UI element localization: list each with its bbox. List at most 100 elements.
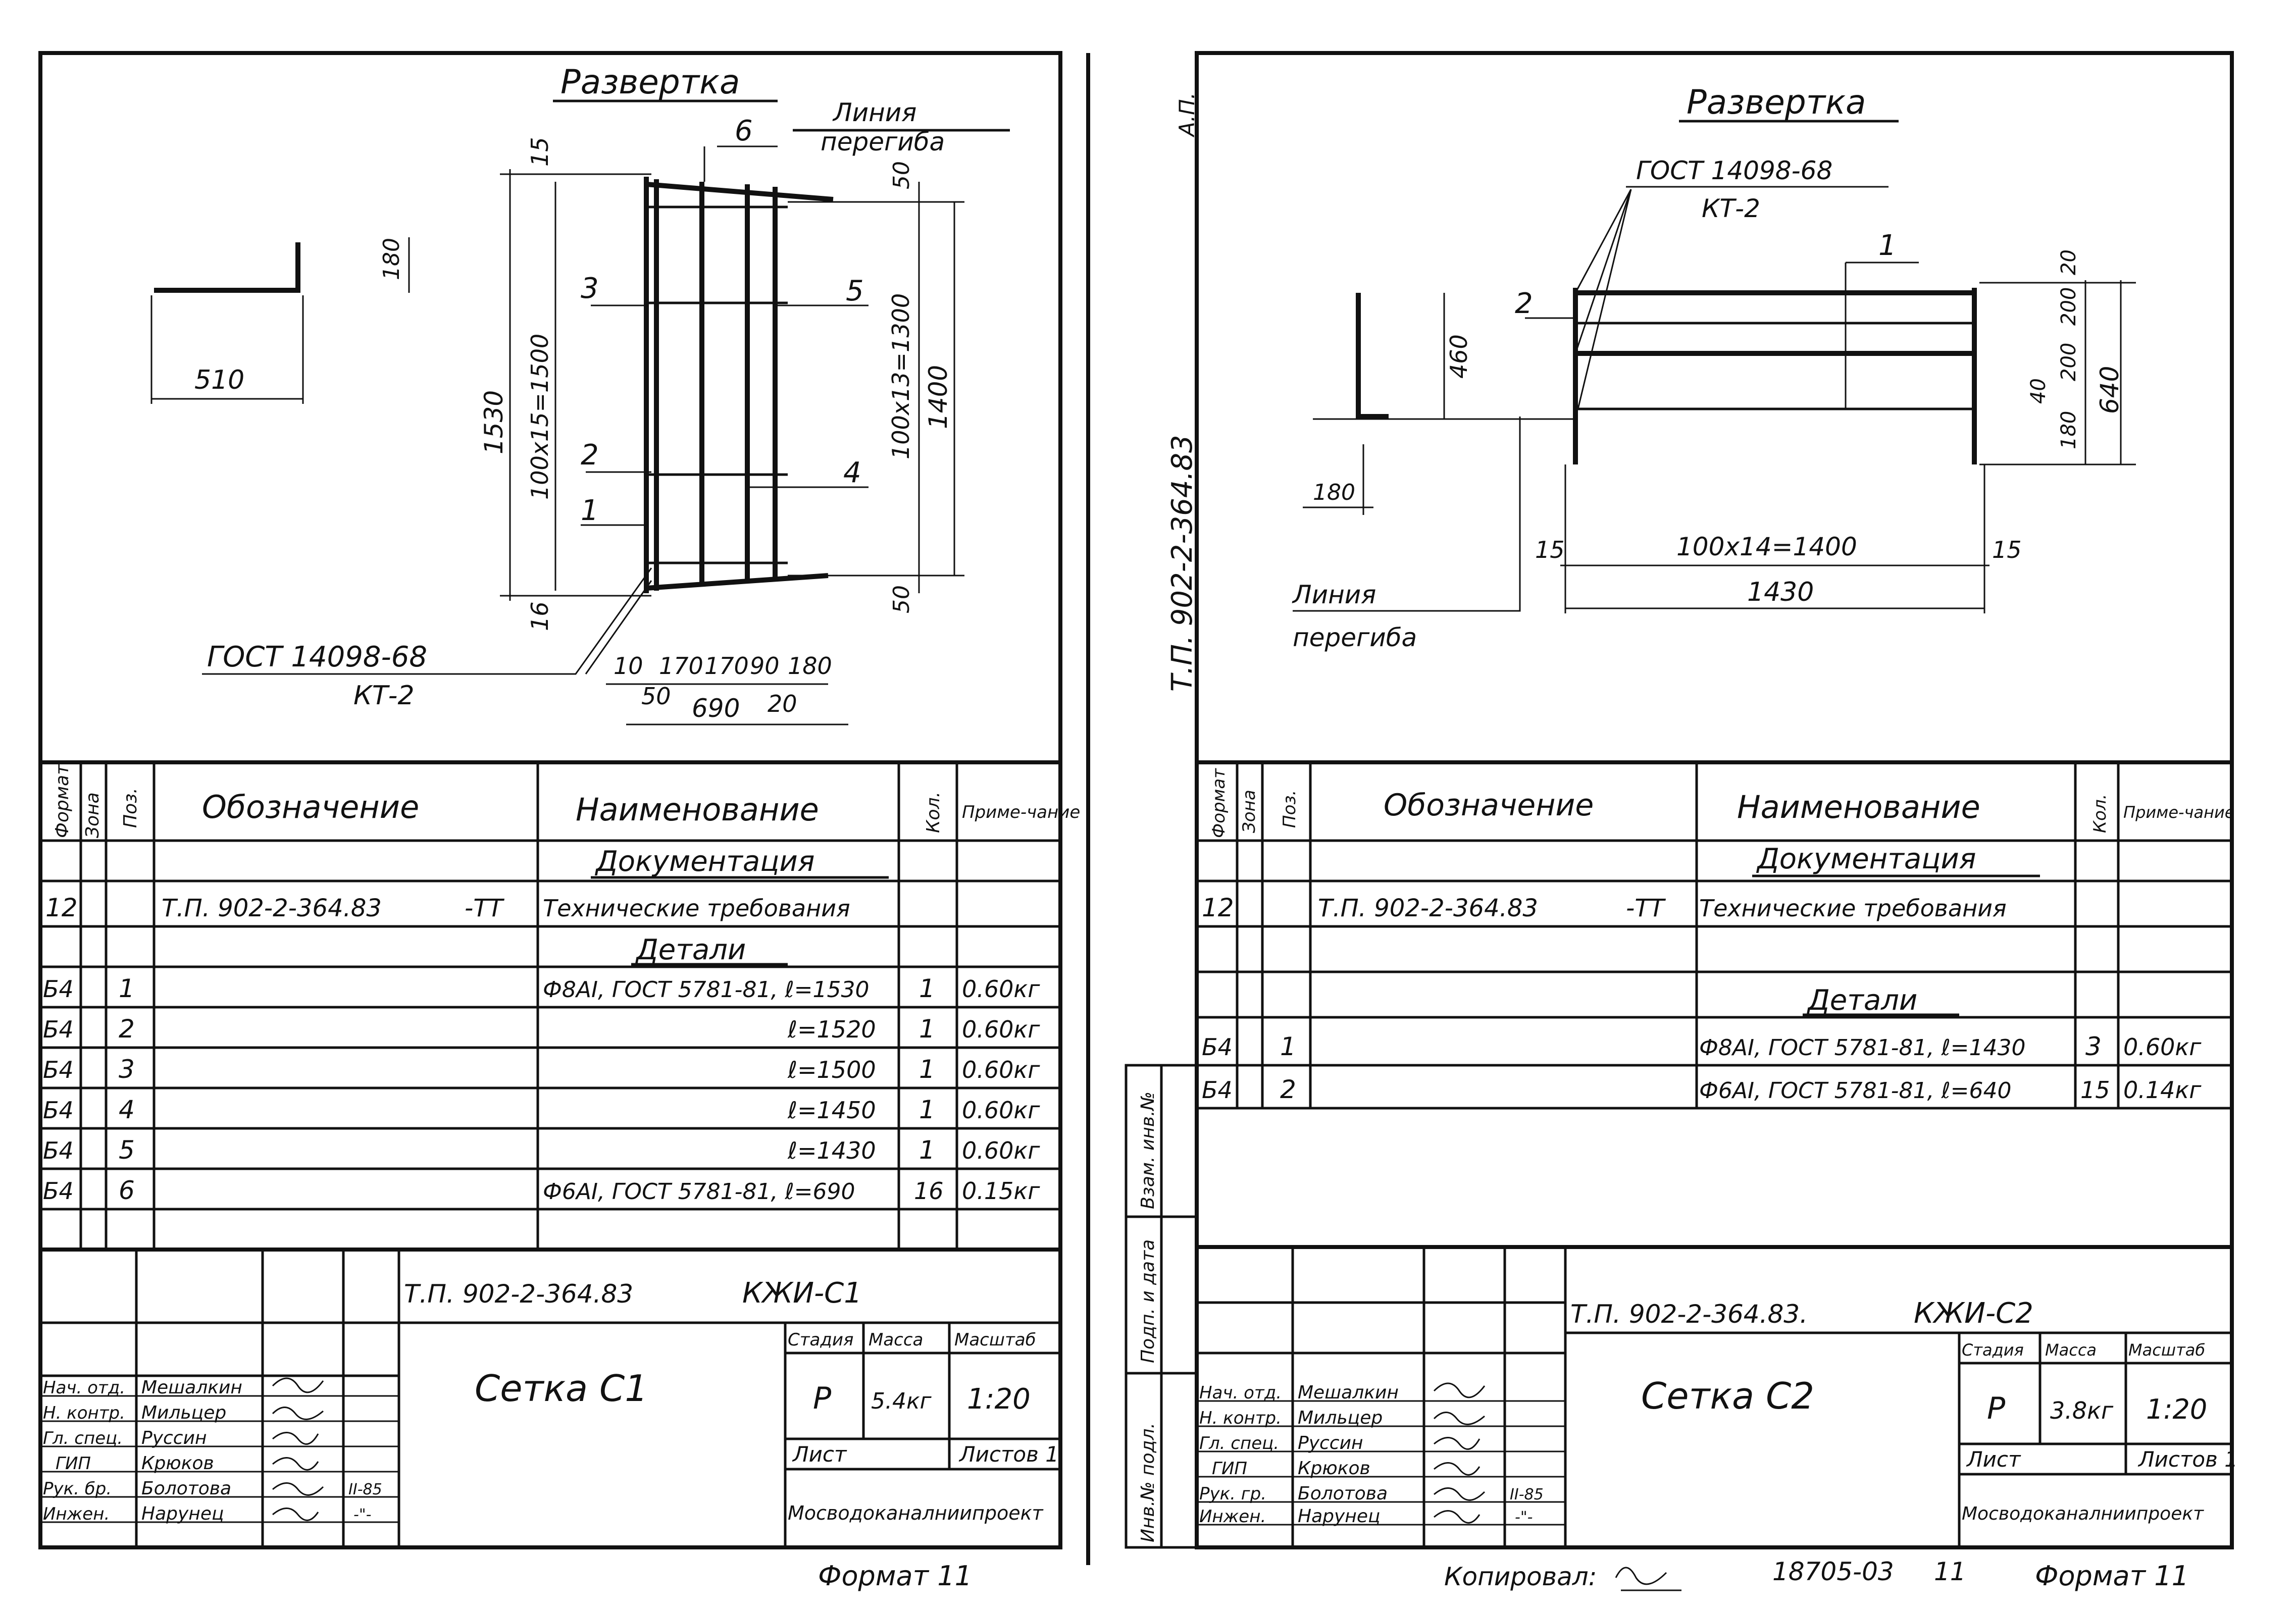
table-row: Б4 6 Ф6АI, ГОСТ 5781-81, ℓ=690 16 0.15кг bbox=[43, 1176, 1040, 1205]
row-name: ℓ=1450 bbox=[787, 1097, 876, 1124]
dim-15: 15 bbox=[526, 137, 553, 167]
row-note: 0.60кг bbox=[962, 1097, 1040, 1124]
sheet-1-frame bbox=[38, 51, 1062, 1549]
bottom-bar bbox=[646, 573, 829, 591]
ditto-mark: -"- bbox=[353, 1506, 371, 1524]
gost-leader bbox=[1574, 189, 1632, 354]
person: Мильцер bbox=[141, 1403, 226, 1423]
dim-15-left: 15 bbox=[1535, 536, 1565, 563]
bend-line-leader bbox=[1293, 417, 1521, 612]
person: Мильцер bbox=[1298, 1408, 1383, 1428]
header-name: Наименование bbox=[576, 791, 819, 828]
pos-1: 1 bbox=[581, 494, 599, 527]
row-name: ℓ=1430 bbox=[787, 1137, 876, 1164]
section-parts: Детали bbox=[635, 933, 746, 966]
date-mark: II-85 bbox=[1510, 1486, 1544, 1503]
mass-label: Масса bbox=[869, 1330, 923, 1350]
row-name: Ф6АI, ГОСТ 5781-81, ℓ=640 bbox=[1699, 1078, 2012, 1104]
signature bbox=[272, 1432, 319, 1445]
role: Нач. отд. bbox=[43, 1378, 125, 1398]
gost-leader bbox=[1574, 189, 1632, 293]
dim-16: 16 bbox=[526, 601, 553, 631]
row-format: Б4 bbox=[1202, 1076, 1233, 1104]
person: Болотова bbox=[141, 1478, 231, 1499]
signature bbox=[272, 1508, 319, 1521]
header-zone: Зона bbox=[1239, 790, 1259, 833]
row-note: 0.60кг bbox=[2123, 1033, 2202, 1061]
gost-leader bbox=[202, 567, 652, 675]
title-name: Сетка С1 bbox=[475, 1367, 648, 1410]
row-pos: 3 bbox=[119, 1055, 135, 1084]
date-mark: II-85 bbox=[348, 1481, 382, 1498]
doc-name: Технические требования bbox=[1699, 895, 2007, 922]
signature bbox=[272, 1457, 319, 1471]
role: ГИП bbox=[1212, 1459, 1247, 1479]
dim-690: 690 bbox=[692, 694, 740, 723]
role: ГИП bbox=[56, 1453, 91, 1474]
dim-40: 40 bbox=[2027, 378, 2050, 404]
copier-signature bbox=[1615, 1567, 1681, 1591]
mesh-c2 bbox=[1313, 262, 1977, 464]
dim-1400: 1400 bbox=[924, 365, 953, 429]
section-documentation: Документация bbox=[594, 845, 814, 878]
signature bbox=[1434, 1437, 1481, 1450]
table-row: Б4 1 Ф8АI, ГОСТ 5781-81, ℓ=1430 3 0.60кг bbox=[1202, 1032, 2202, 1061]
sheet-1: Развертка Линия перегиба 510 180 bbox=[38, 51, 1080, 1592]
gost-label-2: ГОСТ 14098-68 bbox=[1636, 156, 1832, 185]
dim-640: 640 bbox=[2095, 366, 2124, 414]
dim-15-right: 15 bbox=[1992, 536, 2022, 563]
kt-label: КТ-2 bbox=[353, 681, 415, 711]
row-note: 0.14кг bbox=[2123, 1076, 2202, 1104]
signature bbox=[272, 1482, 324, 1496]
dim-50b: 50 bbox=[889, 585, 914, 613]
signature bbox=[1433, 1412, 1485, 1425]
pos-2-c2: 2 bbox=[1515, 287, 1533, 320]
copy-sheet: 11 bbox=[1934, 1557, 1966, 1586]
row-name: Ф8АI, ГОСТ 5781-81, ℓ=1530 bbox=[543, 977, 870, 1003]
row-format: Б4 bbox=[43, 1137, 74, 1164]
sheet-label: Лист bbox=[792, 1442, 847, 1467]
role: Рук. бр. bbox=[43, 1479, 112, 1499]
mesh-c1 bbox=[644, 177, 834, 593]
role: Инжен. bbox=[1199, 1507, 1266, 1527]
section-parts: Детали bbox=[1806, 984, 1917, 1017]
stage-value: Р bbox=[1987, 1391, 2006, 1426]
sheets-label: Листов 1 bbox=[2137, 1447, 2238, 1472]
gost-label: ГОСТ 14098-68 bbox=[207, 641, 427, 673]
role: Гл. спец. bbox=[43, 1428, 123, 1448]
gost-leader bbox=[585, 580, 652, 674]
spec-table-1: Формат Зона Поз. Обозначение Наименовани… bbox=[40, 760, 1080, 1251]
row-pos: 5 bbox=[119, 1135, 135, 1165]
row-qty: 1 bbox=[919, 974, 935, 1003]
header-format: Формат bbox=[52, 764, 73, 838]
sheet-2: Инв.№ подл. Подп. и дата Взам. инв.№ Т.П… bbox=[1086, 51, 2238, 1592]
dim-1500: 100x15=1500 bbox=[526, 334, 553, 500]
doc-format: 12 bbox=[45, 893, 78, 922]
dim-180: 180 bbox=[2057, 411, 2080, 449]
scale-label: Масштаб bbox=[954, 1330, 1036, 1350]
title-mark: КЖИ-С2 bbox=[1914, 1297, 2033, 1330]
format-label: Формат 11 bbox=[818, 1560, 972, 1592]
title-block-1: Т.П. 902-2-364.83 КЖИ-С1 Сетка С1 Стадия… bbox=[40, 1248, 1060, 1547]
role: Рук. гр. bbox=[1199, 1484, 1266, 1504]
row-format: Б4 bbox=[43, 1177, 74, 1205]
header-designation: Обозначение bbox=[1384, 788, 1594, 823]
dim-20: 20 bbox=[2057, 249, 2080, 275]
dim-20: 20 bbox=[768, 690, 797, 717]
scale-value: 1:20 bbox=[2146, 1393, 2207, 1425]
mass-label: Масса bbox=[2045, 1340, 2097, 1360]
org-name: Мосводоканалниипроект bbox=[1962, 1503, 2204, 1524]
person: Крюков bbox=[141, 1453, 214, 1474]
table-row: Б4 2 ℓ=1520 1 0.60кг bbox=[43, 1014, 1040, 1044]
row-name: ℓ=1500 bbox=[787, 1056, 876, 1083]
format-label: Формат 11 bbox=[2035, 1560, 2189, 1592]
role: Н. контр. bbox=[1199, 1408, 1282, 1428]
header-qty: Кол. bbox=[923, 792, 944, 833]
dim-170b: 170 bbox=[704, 652, 749, 680]
dim-50: 50 bbox=[889, 161, 914, 189]
row-name: ℓ=1520 bbox=[787, 1016, 876, 1043]
person: Нарунец bbox=[141, 1503, 224, 1524]
role: Нач. отд. bbox=[1199, 1383, 1282, 1403]
person: Мешалкин bbox=[1298, 1382, 1399, 1403]
